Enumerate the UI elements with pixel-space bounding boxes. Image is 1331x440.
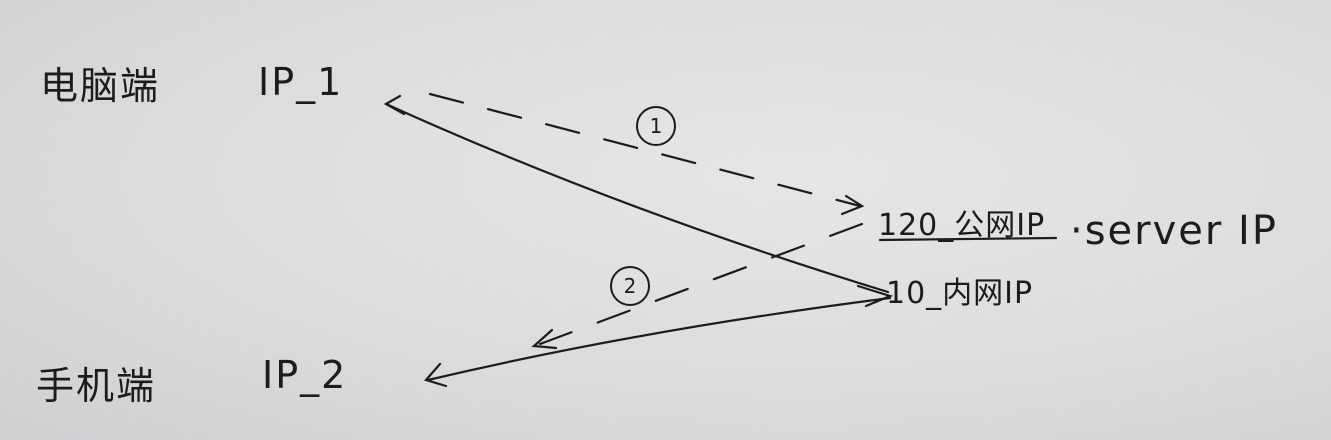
dashed-arrowhead-server [840,194,865,216]
solid-link-pc-server [384,102,890,294]
server-private-ip-label: 10_内网IP [886,276,1034,311]
step-1-number: 1 [649,114,663,138]
solid-link-server-phone [426,296,892,382]
pc-node-label: 电脑端 [40,64,161,108]
phone-ip-label: IP_2 [262,353,348,397]
arrowhead-server [856,284,894,308]
server-public-ip-label: 120_公网IP [878,208,1046,243]
step-2-number: 2 [623,274,637,298]
server-ip-label: ·server IP [1070,208,1278,254]
dashed-arrowhead-phone [531,328,558,350]
ip-divider-line [878,236,1058,242]
dashed-link-step-1 [428,92,862,208]
phone-node-label: 手机端 [36,364,157,408]
step-2-marker: 2 [610,266,650,306]
step-1-marker: 1 [636,106,676,146]
pc-ip-label: IP_1 [258,60,344,104]
arrowhead-pc [383,94,406,116]
arrowhead-phone [424,362,448,388]
